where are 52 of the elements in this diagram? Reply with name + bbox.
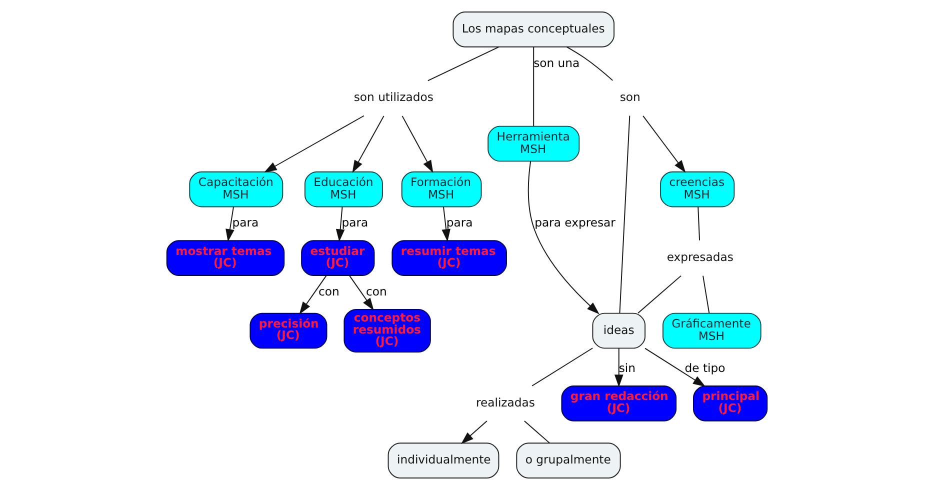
connector [532,46,534,127]
node-box: mostrar temas (JC) [166,240,284,276]
connector [637,275,681,314]
arrow [264,115,364,172]
edge-label: sin [618,361,636,376]
arrow [614,348,623,388]
edge-label: con [318,284,339,298]
node-text: realizadas [475,395,534,410]
arrow [527,160,599,314]
connector [531,348,593,386]
connector [566,46,613,81]
edge-label: de tipo [684,361,725,376]
connector [618,115,630,314]
node-box: Capacitación MSH [188,171,283,208]
arrow [298,275,326,314]
edge-label: son una [533,56,580,70]
connector [426,46,499,82]
node-box: Los mapas conceptuales [452,12,614,48]
node-box: conceptos resumidos (JC) [343,308,430,353]
node-box: estudiar (JC) [300,240,374,276]
arrow [348,275,374,311]
edge-label: para expresar [534,216,615,230]
node-box: Formación MSH [400,171,482,208]
node-box: Gráficamente MSH [662,312,761,349]
node-box: resumir temas (JC) [391,240,506,276]
arrow [401,115,433,173]
node-box: gran redacción (JC) [560,386,676,422]
node-box: ideas [592,312,646,349]
node-box: individualmente [387,442,499,478]
arrow [460,420,487,444]
node-box: principal (JC) [692,386,768,422]
arrow [225,206,234,242]
edge-label: para [232,216,258,230]
node-text: son [619,90,640,104]
connector [702,275,710,314]
arrow [335,206,344,242]
node-box: Educación MSH [304,171,382,208]
node-box: precisión (JC) [249,312,327,349]
arrow [644,348,706,387]
arrow [642,115,686,173]
edge-label: con [365,284,386,298]
node-text: son utilizados [353,90,433,104]
node-box: o grupalmente [516,442,620,478]
node-box: Herramienta MSH [487,126,580,162]
edge-label: para [341,216,368,230]
connector [697,206,700,241]
node-box: creencias MSH [660,171,734,208]
arrow [441,206,450,242]
connector [523,420,550,444]
node-text: expresadas [666,250,733,264]
edge-label: para [446,216,472,230]
arrow [352,115,384,173]
